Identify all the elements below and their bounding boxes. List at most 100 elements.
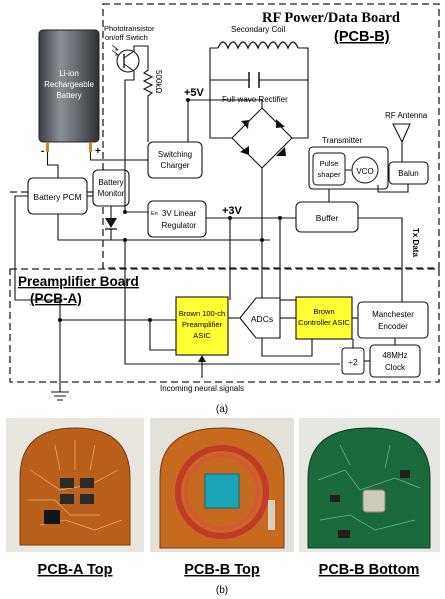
phototransistor-collector: [123, 50, 135, 59]
preamp-label-line3: ASIC: [193, 331, 211, 340]
caption-pcb-b-top: PCB-B Top: [184, 562, 260, 578]
figure-a-label: (a): [216, 404, 228, 415]
controller-asic-block: [295, 296, 353, 340]
divider-label: ÷2: [348, 357, 358, 367]
battery-label-line1: Li-ion: [59, 69, 79, 78]
linear-regulator-block: [147, 200, 207, 238]
pcb-b-bottom-chip: [400, 470, 410, 478]
caption-pcb-a-top: PCB-A Top: [38, 562, 113, 578]
phototransistor-label-line2: on/off Swtich: [105, 33, 148, 42]
controller-label-line2: Controller ASIC: [298, 318, 350, 327]
secondary-coil-symbol: [217, 41, 299, 50]
tx-data-label: Tx Data: [411, 228, 420, 257]
diode-icon: [276, 147, 286, 156]
clock-label-line2: Clock: [385, 363, 406, 372]
tx-data-wire: [358, 217, 403, 300]
adcs-label: ADCs: [251, 314, 273, 324]
diode-icon: [276, 119, 285, 128]
tank-capacitor-symbol: [248, 72, 260, 88]
battery-monitor-label-line2: Monitor: [98, 189, 125, 198]
pcb-b-coil: [175, 445, 269, 539]
vco-label: VCO: [356, 167, 373, 176]
rectifier-ac1-wire: [209, 80, 232, 139]
pcb-a-chip: [80, 478, 94, 488]
pcb-a-chip: [60, 478, 74, 488]
pcb-b-header: [268, 500, 275, 530]
preamp-label-line2: Preamplifier: [182, 320, 223, 329]
pcb-a-chip: [60, 494, 74, 504]
preamp-label-line1: Brown 100-ch: [179, 309, 225, 318]
phototransistor-symbol: [116, 49, 140, 73]
buffer-block: [295, 201, 359, 233]
pcb-b-subtitle: (PCB-B): [334, 29, 390, 45]
resistor-symbol: [142, 66, 154, 112]
ground-icon: [51, 386, 69, 401]
battery-positive-wire: [89, 152, 126, 161]
linear-regulator-label-line1: 3V Linear: [162, 209, 197, 218]
pcb-b-title: RF Power/Data Board: [262, 10, 400, 26]
pcb-a-chip: [80, 494, 94, 504]
transmitter-label: Transmitter: [322, 136, 362, 145]
pcb-a-board-outline: [9, 268, 440, 383]
diode-icon: [241, 120, 249, 129]
diode-icon: [105, 218, 117, 228]
junction-dot: [228, 216, 232, 220]
junction-dot: [278, 216, 282, 220]
rail-5v-label: +5V: [184, 87, 205, 99]
pcb-b-bottom-photo: [307, 427, 431, 549]
linear-regulator-label-line2: Regulator: [162, 221, 197, 230]
junction-dot: [123, 210, 127, 214]
pcb-a-asic-die: [44, 510, 60, 524]
enable-pin-label: En: [151, 211, 158, 217]
pulse-shaper-label-line1: Pulse: [320, 159, 339, 168]
battery-negative-wire: [46, 152, 59, 178]
rail-3v-label: +3V: [222, 205, 243, 217]
phototransistor-emitter: [123, 63, 135, 72]
clock-label-line1: 48MHz: [382, 351, 407, 360]
pcb-a-subtitle: (PCB-A): [30, 291, 82, 306]
preamp-ref-wire: [149, 320, 176, 351]
pcb-a-title: Preamplifier Board: [18, 274, 139, 289]
figure-b-label: (b): [216, 585, 228, 596]
switching-charger-block: [147, 141, 203, 179]
phototransistor-emitter-wire: [124, 71, 135, 158]
resistor-label: 500kΩ: [154, 70, 163, 93]
battery-plus-sign: +: [95, 146, 101, 157]
pcb-a-traces: [28, 440, 123, 531]
pcb-b-bottom-traces: [317, 444, 421, 531]
pulse-shaper-label-line2: shaper: [318, 170, 341, 179]
light-arrow-icon: [111, 49, 119, 56]
ground-down-wire: [15, 299, 61, 386]
rectifier-bridge: [231, 107, 293, 169]
incoming-signals-label: Incoming neural signals: [160, 384, 244, 393]
battery-terminal-negative: [46, 142, 49, 152]
pcb-b-battery-pad: [204, 473, 240, 509]
pcb-b-bottom-chip: [330, 495, 340, 502]
secondary-coil-label: Secondary Coil: [231, 25, 285, 34]
rectifier-ac2-wire: [292, 80, 309, 139]
junction-dot: [260, 238, 264, 242]
rectifier-dc-out-wire: [187, 99, 263, 150]
balun-label: Balun: [398, 169, 418, 178]
buffer-label: Buffer: [316, 213, 339, 223]
pcb-b-bottom-module: [362, 489, 386, 513]
light-arrow-icon: [111, 44, 119, 51]
preamplifier-asic-block: [175, 296, 229, 356]
manchester-label-line1: Manchester: [372, 310, 414, 319]
phototransistor-collector-wire: [133, 45, 149, 66]
switching-charger-label-line1: Switching: [158, 150, 192, 159]
junction-dot: [148, 318, 152, 322]
adc-clock-wire: [261, 338, 313, 357]
battery-minus-sign: -: [41, 146, 44, 157]
junction-dot: [123, 238, 127, 242]
pcb-b-board-outline: [102, 3, 440, 269]
arrow-up-icon: [198, 355, 206, 362]
phototransistor-label-line1: Phototransistor: [104, 24, 155, 33]
coil-left-wire: [209, 47, 218, 80]
coil-right-wire: [298, 47, 309, 80]
switching-charger-label-line2: Charger: [161, 161, 190, 170]
diode-icon: [240, 146, 249, 155]
pcb-b-bottom-chip: [338, 530, 350, 538]
ground-bus: [57, 214, 270, 241]
